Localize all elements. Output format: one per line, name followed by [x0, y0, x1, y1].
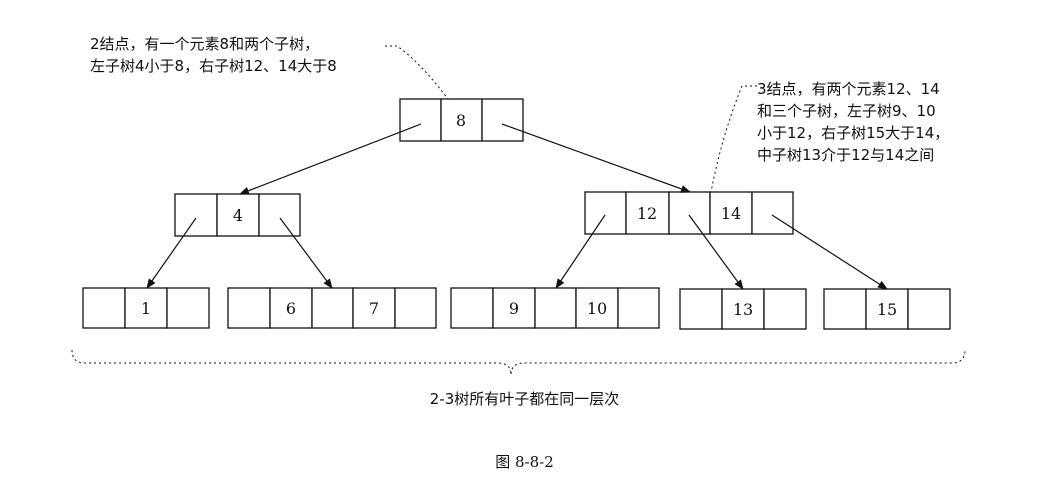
node-12-14: 12 14 [584, 191, 794, 235]
leaf-1-key: 1 [141, 299, 151, 318]
three-node-annotation: 3结点，有两个元素12、14 和三个子树，左子树9、10 小于12，右子树15大… [757, 78, 949, 166]
callout-leader-three-node [710, 85, 757, 193]
edge-12-14-to-9-10 [555, 214, 606, 289]
leaf-1-pointer-left [82, 287, 126, 329]
node-12-14-key-1: 12 [637, 204, 657, 223]
root-pointer-cell-right [481, 98, 524, 142]
leaf-9-10-key-2: 10 [587, 299, 607, 318]
three-node-annotation-line-4: 中子树13介于12与14之间 [757, 146, 935, 164]
leaf-1: 1 [82, 287, 210, 329]
leaf-9-10-key-1: 9 [509, 299, 519, 318]
root-node: 8 [399, 98, 524, 142]
two-node-annotation: 2结点，有一个元素8和两个子树， 左子树4小于8，右子树12、14大于8 [90, 33, 337, 77]
leaf-15: 15 [823, 288, 951, 330]
leaf-1-pointer-right [166, 287, 210, 329]
callout-leader-two-node [385, 45, 449, 100]
edge-root-to-4 [239, 123, 422, 195]
node-4-key: 4 [233, 206, 243, 225]
leaf-9-10-key-cell-2 [575, 287, 619, 329]
leaf-13-pointer-left [679, 288, 723, 330]
leaf-6-7-key-2: 7 [369, 299, 379, 318]
edge-12-14-to-15 [771, 214, 888, 290]
leaf-9-10-pointer-right [617, 287, 660, 329]
node-12-14-pointer-middle [668, 191, 711, 235]
edge-4-to-1 [146, 217, 197, 289]
tree-edges [146, 123, 888, 290]
leaf-15-pointer-left [823, 288, 867, 330]
node-12-14-pointer-right [751, 191, 794, 235]
figure-caption: 图 8-8-2 [495, 453, 554, 471]
leaf-13-pointer-right [763, 288, 807, 330]
leaf-6-7-key-cell-2 [352, 287, 396, 329]
root-key: 8 [456, 111, 466, 130]
edge-root-to-12-14 [501, 123, 691, 193]
leaf-6-7-pointer-right [394, 287, 437, 329]
node-4-pointer-right [258, 193, 301, 237]
leaves-same-level-caption: 2-3树所有叶子都在同一层次 [429, 390, 620, 408]
leaf-15-key: 15 [877, 300, 897, 319]
root-key-cell [440, 98, 483, 142]
leaf-6-7-key-cell-1 [269, 287, 313, 329]
edge-4-to-6-7 [279, 217, 333, 289]
leaf-6-7-pointer-left [227, 287, 271, 329]
node-4-pointer-left [174, 193, 218, 237]
node-12-14-key-2: 14 [721, 204, 741, 223]
node-4-key-cell [216, 193, 260, 237]
two-node-annotation-line-1: 2结点，有一个元素8和两个子树， [90, 35, 320, 53]
node-12-14-key-cell-2 [709, 191, 753, 235]
node-4: 4 [174, 193, 301, 237]
leaf-9-10-pointer-middle [534, 287, 577, 329]
two-node-annotation-line-2: 左子树4小于8，右子树12、14大于8 [90, 57, 337, 75]
leaf-6-7-pointer-middle [311, 287, 354, 329]
root-pointer-cell-left [399, 98, 442, 142]
three-node-annotation-line-1: 3结点，有两个元素12、14 [757, 80, 940, 98]
node-12-14-key-cell-1 [625, 191, 670, 235]
leaf-9-10: 9 10 [450, 287, 660, 329]
leaves-brace [71, 349, 966, 376]
leaf-15-pointer-right [907, 288, 951, 330]
leaf-6-7: 6 7 [227, 287, 437, 329]
edge-12-14-to-13 [688, 214, 744, 290]
node-12-14-pointer-left [584, 191, 627, 235]
leaf-13: 13 [679, 288, 807, 330]
leaf-1-key-cell [124, 287, 168, 329]
leaf-13-key: 13 [733, 300, 753, 319]
leaf-6-7-key-1: 6 [286, 299, 296, 318]
leaf-9-10-pointer-left [450, 287, 494, 329]
three-node-annotation-line-3: 小于12，右子树15大于14， [757, 124, 950, 142]
leaf-9-10-key-cell-1 [492, 287, 536, 329]
three-node-annotation-line-2: 和三个子树，左子树9、10 [757, 102, 936, 120]
